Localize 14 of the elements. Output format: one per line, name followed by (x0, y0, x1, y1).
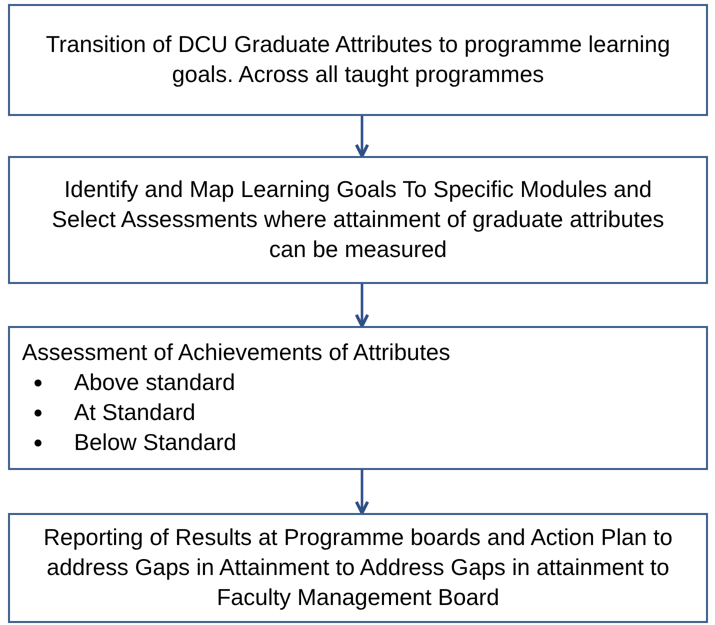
arrow (354, 116, 370, 158)
arrow (354, 470, 370, 515)
box-text: Identify and Map Learning Goals To Specific Modules and Select Assessments where attainment of graduate attributes can be measured (50, 175, 666, 264)
process-box (8, 513, 708, 623)
box-text: Reporting of Results at Programme boards and Action Plan to address Gaps in Attainment to Address Gaps in attainment to Faculty Management Board (42, 523, 674, 612)
bullet-item: At Standard (74, 398, 196, 427)
box-text: Transition of DCU Graduate Attributes to programme learning goals. Across all taught programmes (44, 30, 672, 89)
process-box (8, 4, 708, 116)
arrow (354, 284, 370, 328)
bullet-item: Below Standard (74, 428, 236, 457)
bullet-item: Above standard (74, 368, 236, 398)
box-heading: Assessment of Achievements of Attributes (22, 338, 450, 368)
process-box (8, 326, 708, 470)
process-box (8, 156, 708, 284)
